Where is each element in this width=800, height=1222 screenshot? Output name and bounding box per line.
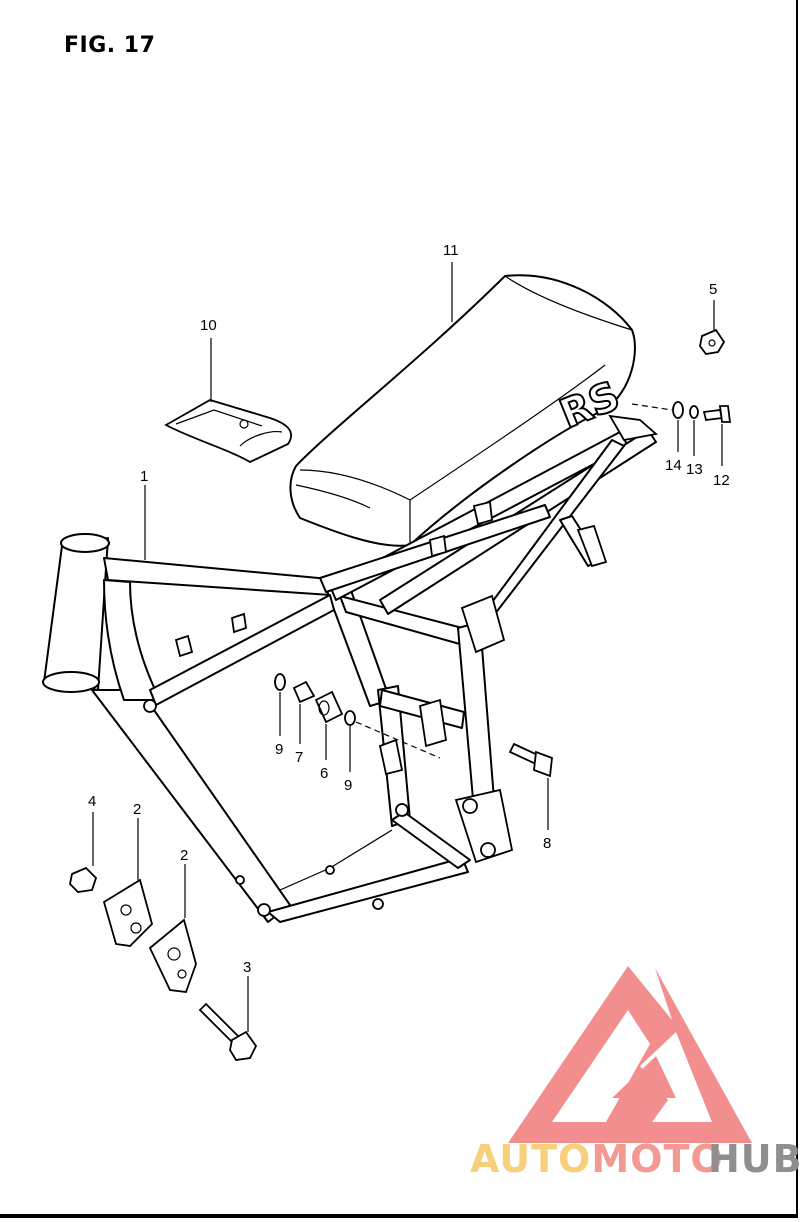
bushing-6 xyxy=(314,690,344,724)
engine-mount-plate-lower xyxy=(148,918,197,993)
watermark-text-left: AUTOMOTO xyxy=(470,1137,724,1181)
callout-labels: 1 2 2 3 4 5 6 7 8 9 9 10 11 12 13 14 xyxy=(88,242,730,976)
bolt-3 xyxy=(198,1002,258,1061)
bolt-8 xyxy=(508,742,553,778)
nut-4 xyxy=(69,866,98,893)
collar-7 xyxy=(292,680,316,704)
callout-13: 13 xyxy=(686,461,703,478)
callout-5: 5 xyxy=(709,281,717,298)
washer-13 xyxy=(689,405,699,419)
callout-9a: 9 xyxy=(275,741,283,758)
callout-3: 3 xyxy=(243,959,251,976)
figure-title: FIG. 17 xyxy=(64,33,156,58)
washer-9-left xyxy=(274,673,286,691)
leader-lines xyxy=(92,262,723,1032)
callout-4: 4 xyxy=(88,793,96,810)
engine-mount-plate-upper xyxy=(102,878,154,947)
watermark-text-right: HUB xyxy=(708,1137,800,1181)
motorcycle-frame xyxy=(42,414,658,923)
nut-5 xyxy=(699,328,726,355)
callout-1: 1 xyxy=(140,468,148,485)
seat: RS xyxy=(289,274,636,547)
callout-14: 14 xyxy=(665,457,682,474)
callout-8: 8 xyxy=(543,835,551,852)
callout-10: 10 xyxy=(200,317,217,334)
callout-12: 12 xyxy=(713,472,730,489)
seat-bracket-part xyxy=(164,399,292,464)
washer-9-right xyxy=(344,710,356,726)
callout-2a: 2 xyxy=(133,801,141,818)
watermark-logo xyxy=(508,966,752,1143)
callout-6: 6 xyxy=(320,765,328,782)
bolt-12 xyxy=(702,405,732,423)
callout-7: 7 xyxy=(295,749,303,766)
washer-14 xyxy=(672,401,684,419)
callout-11: 11 xyxy=(443,242,459,259)
callout-9b: 9 xyxy=(344,777,352,794)
callout-2b: 2 xyxy=(180,847,188,864)
